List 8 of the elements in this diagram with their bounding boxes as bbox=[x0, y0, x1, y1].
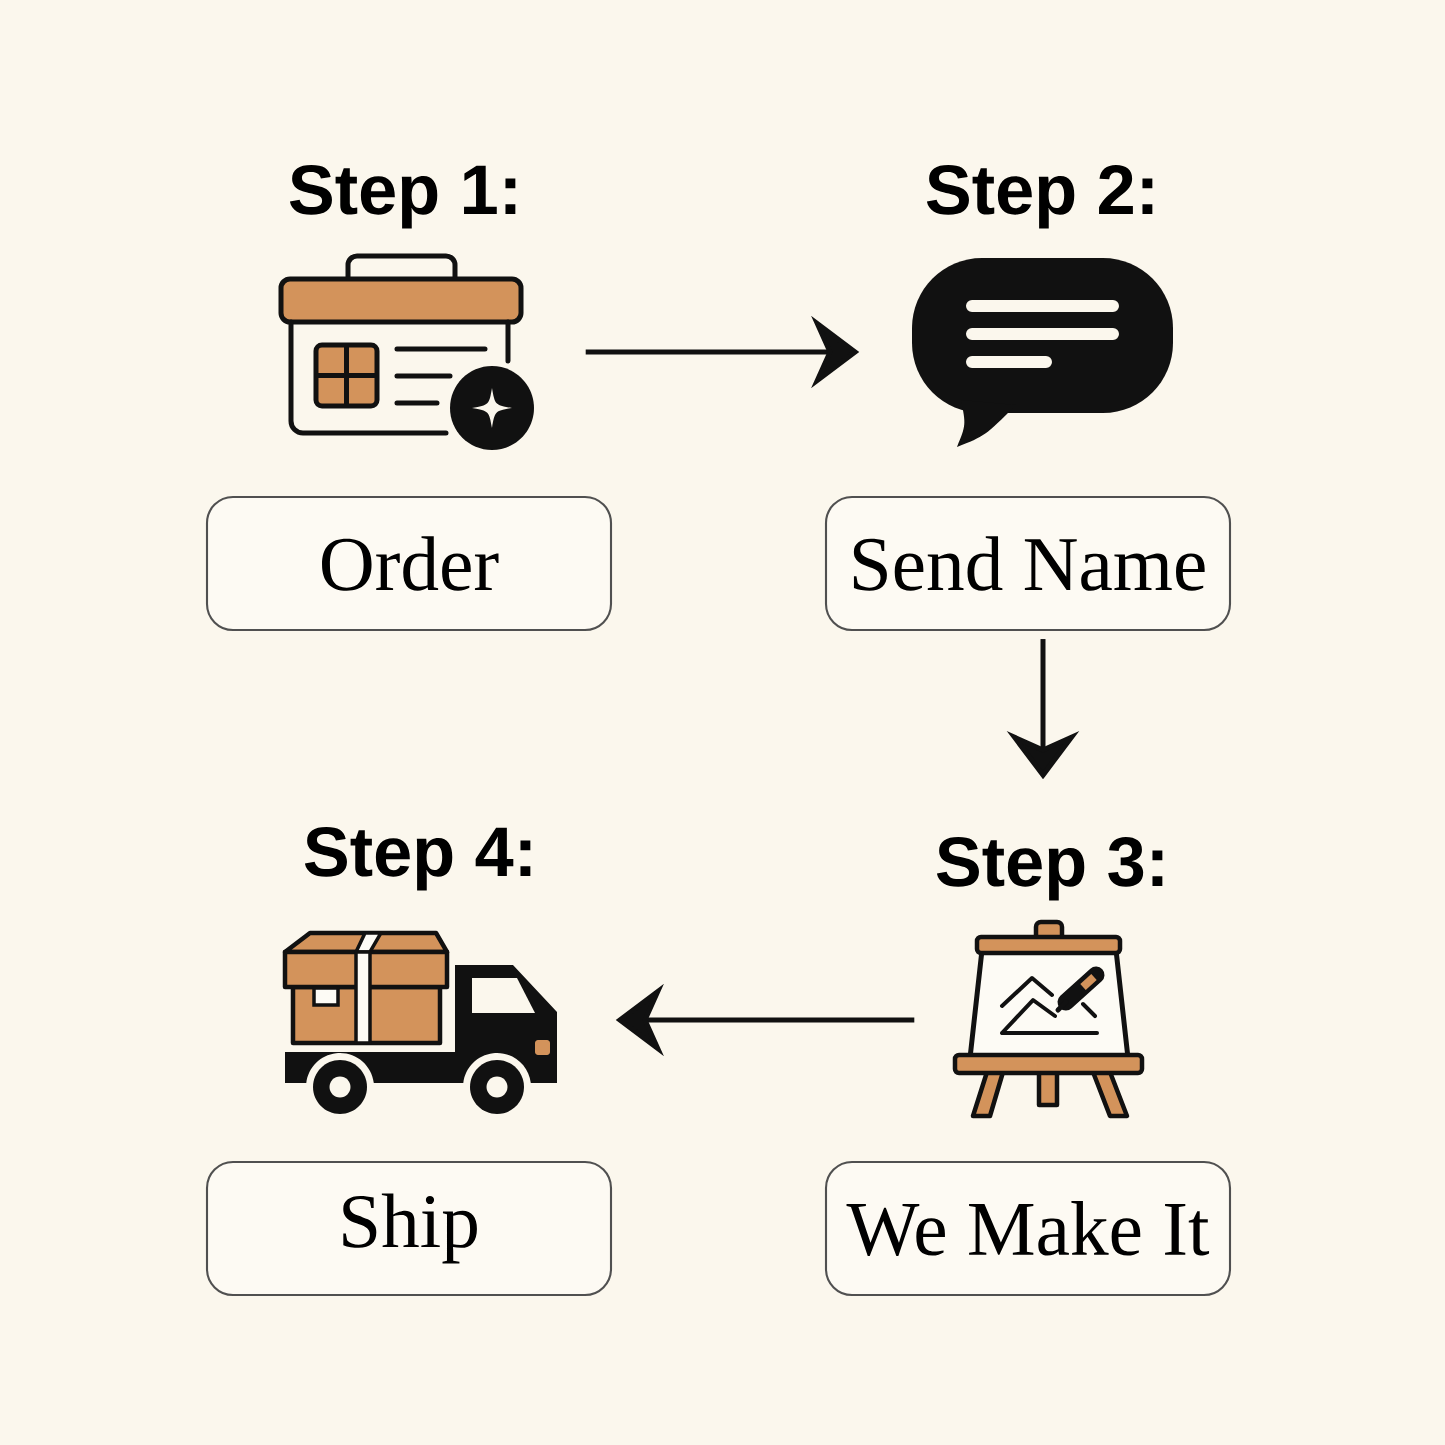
step-heading: Step 4: bbox=[304, 826, 531, 891]
process-box: We Make It bbox=[824, 1160, 1232, 1297]
process-box: Order bbox=[205, 495, 613, 632]
step-heading: Step 3: bbox=[936, 836, 1163, 901]
process-box: Ship bbox=[205, 1160, 613, 1297]
process-box: Send Name bbox=[824, 495, 1232, 632]
step-heading: Step 2: bbox=[926, 164, 1153, 229]
step-heading: Step 1: bbox=[289, 164, 516, 229]
